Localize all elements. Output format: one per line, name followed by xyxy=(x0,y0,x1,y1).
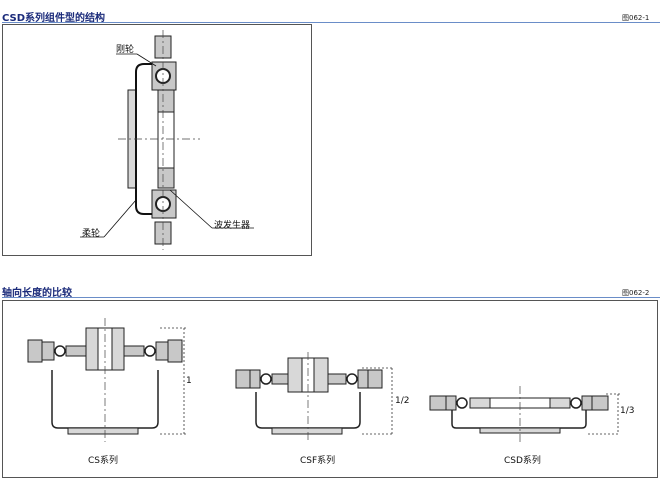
caption-csd-series: CSD系列 xyxy=(504,456,541,466)
caption-cs-series: CS系列 xyxy=(88,456,118,466)
ratio-cs: 1 xyxy=(186,376,192,386)
section1-title: CSD系列组件型的结构 xyxy=(2,13,106,24)
cs-series-drawing xyxy=(27,327,183,435)
csf-series-drawing xyxy=(235,357,383,435)
ratio-csd: 1/3 xyxy=(620,406,635,416)
ratio-csf: 1/2 xyxy=(395,396,410,406)
wave-generator-bore xyxy=(157,111,175,169)
caption-csf-series: CSF系列 xyxy=(300,456,336,466)
section2-title: 轴向长度的比较 xyxy=(2,288,72,299)
section2-figure-id: 图062-2 xyxy=(622,289,650,297)
section1-rule xyxy=(2,22,660,23)
csd-series-drawing xyxy=(429,395,609,434)
section2-rule xyxy=(2,297,660,298)
label-circular-spline: 刚轮 xyxy=(116,45,135,55)
label-wave-generator: 波发生器 xyxy=(214,221,251,231)
section1-figure-id: 图062-1 xyxy=(622,14,650,22)
label-flexspline: 柔轮 xyxy=(82,229,101,239)
